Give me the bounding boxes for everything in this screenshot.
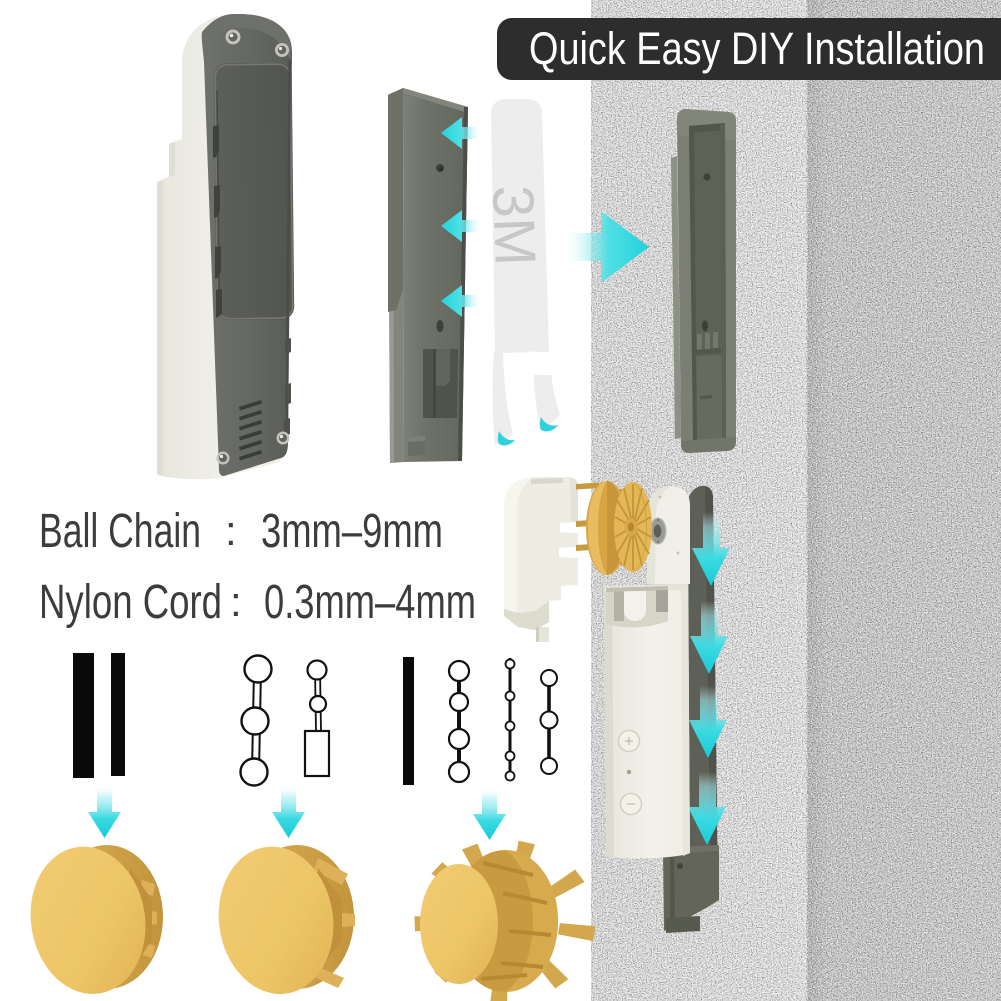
svg-text::: :	[230, 578, 242, 625]
svg-text:Ball Chain: Ball Chain	[39, 505, 201, 558]
svg-text:0.3mm–4mm: 0.3mm–4mm	[264, 576, 476, 629]
svg-text:3M: 3M	[480, 184, 548, 267]
svg-text::: :	[225, 507, 237, 554]
svg-text:Nylon Cord: Nylon Cord	[39, 576, 222, 629]
svg-text:Quick Easy DIY Installation: Quick Easy DIY Installation	[529, 23, 985, 74]
svg-text:3mm–9mm: 3mm–9mm	[261, 505, 443, 558]
